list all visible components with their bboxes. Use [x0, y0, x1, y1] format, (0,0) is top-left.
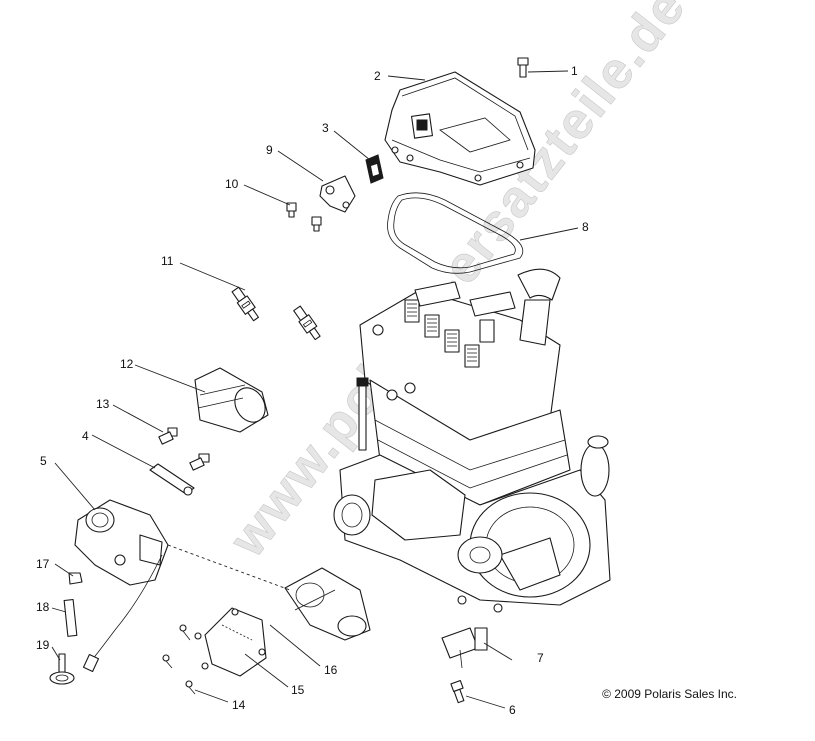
part-14-screws — [162, 624, 209, 695]
part-6-bolt — [450, 679, 465, 704]
part-19-valve — [49, 653, 75, 685]
callout-11: 11 — [161, 254, 174, 268]
callout-10: 10 — [225, 177, 239, 191]
valve-springs — [404, 299, 495, 368]
callout-18: 18 — [36, 600, 50, 614]
part-9-sensor — [319, 175, 356, 213]
callout-19: 19 — [36, 638, 50, 652]
part-8-gasket — [387, 192, 524, 274]
callout-5: 5 — [40, 454, 47, 468]
callout-3: 3 — [322, 121, 329, 135]
callout-6: 6 — [509, 703, 516, 717]
callout-9: 9 — [266, 143, 273, 157]
engine-assembly — [333, 268, 611, 613]
callout-4: 4 — [82, 429, 89, 443]
part-15-plate — [204, 607, 267, 677]
throttle-cable — [91, 554, 163, 661]
leader-lines — [51, 70, 579, 709]
part-2-valve-cover — [384, 71, 536, 186]
callout-8: 8 — [582, 220, 589, 234]
part-5-throttle-body — [74, 499, 169, 586]
callout-15: 15 — [291, 683, 305, 697]
callout-7: 7 — [537, 651, 544, 665]
copyright-notice: © 2009 Polaris Sales Inc. — [602, 687, 737, 701]
part-11-spark-plugs — [231, 286, 321, 341]
part-12-intake-boot — [194, 367, 269, 433]
part-7-sensor — [441, 627, 488, 669]
callout-17: 17 — [36, 557, 50, 571]
callout-13: 13 — [96, 397, 110, 411]
callout-12: 12 — [120, 357, 134, 371]
callouts: 1 2 3 9 10 8 11 12 13 4 5 17 18 19 7 16 … — [36, 64, 589, 717]
callout-16: 16 — [324, 663, 338, 677]
part-16-housing — [284, 567, 371, 641]
part-1-bolt — [517, 57, 529, 78]
callout-2: 2 — [374, 69, 381, 83]
part-10-bolts — [286, 202, 322, 232]
callout-14: 14 — [232, 698, 246, 712]
part-13-bolts — [158, 427, 210, 471]
callout-1: 1 — [571, 64, 578, 78]
part-4-sensor — [149, 463, 195, 496]
part-18-tube — [63, 599, 78, 637]
part-3-cap — [365, 154, 384, 184]
